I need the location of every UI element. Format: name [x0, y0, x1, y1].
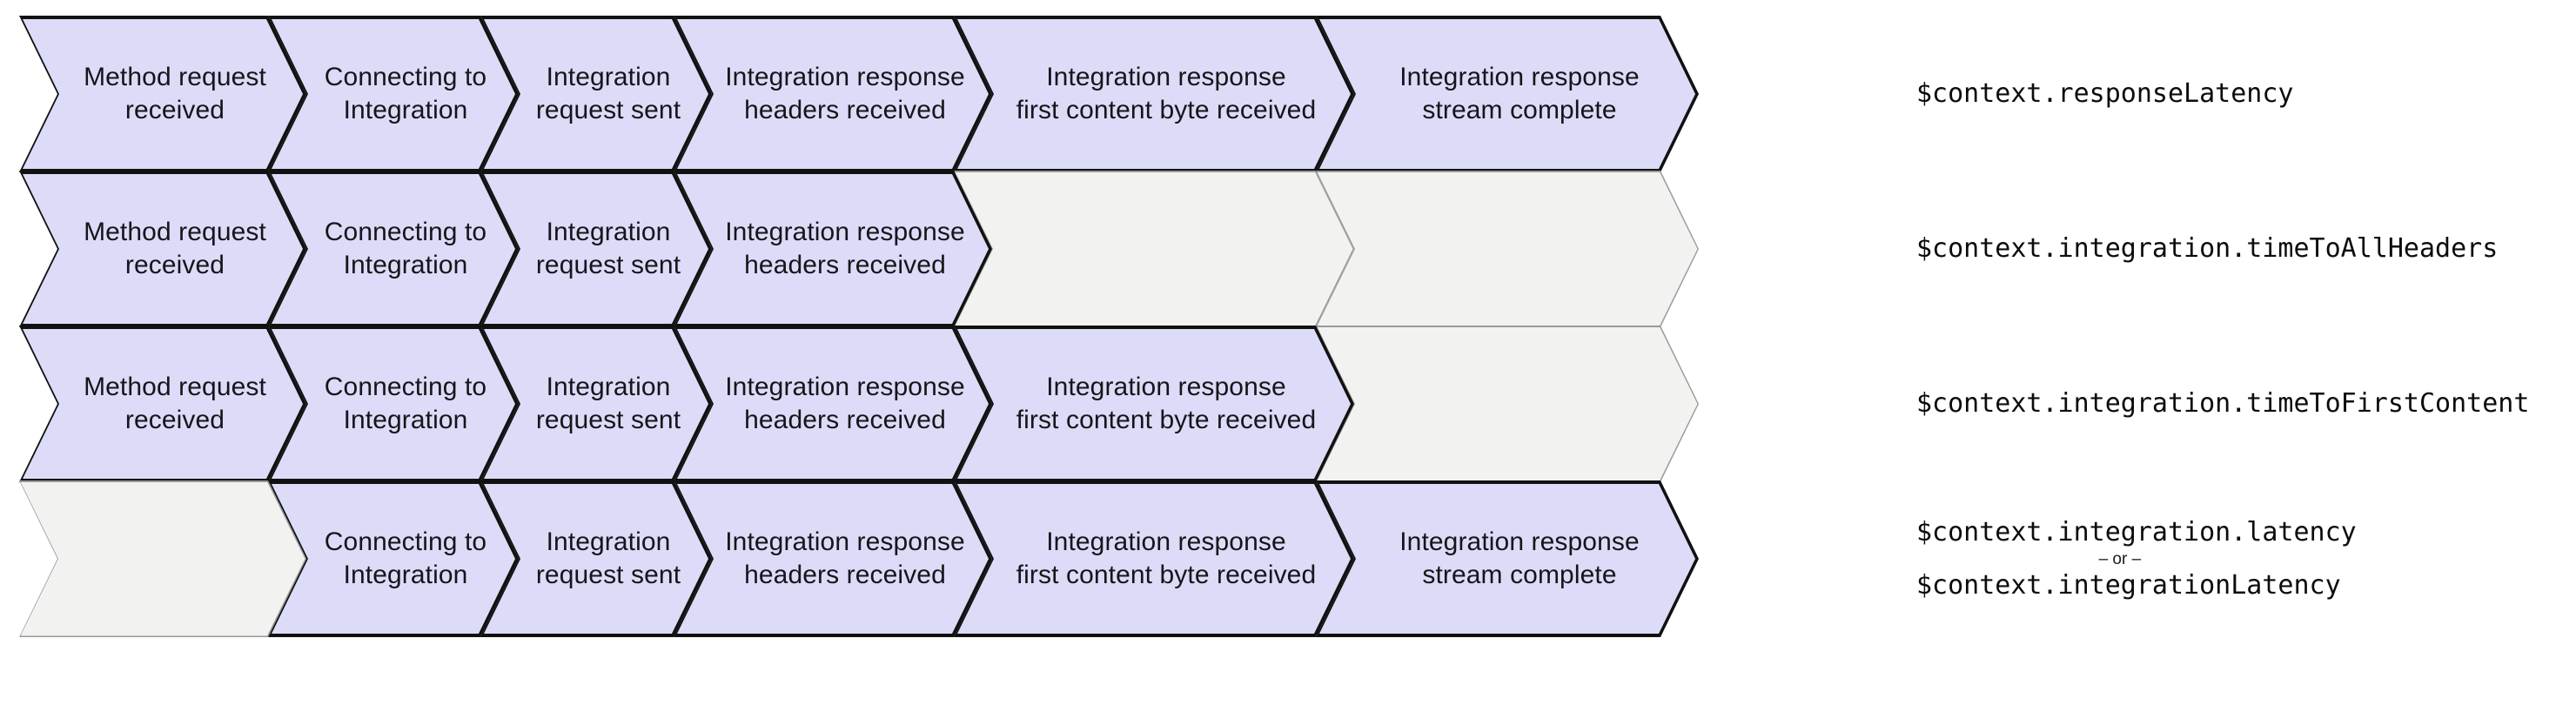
chevron-body — [272, 329, 515, 479]
chevron-body — [1319, 19, 1695, 169]
chevron-body — [272, 19, 515, 169]
chevron-stage-4-active: Integration response headers received — [674, 16, 992, 172]
chevron-strip: Connecting to Integration Integration req… — [19, 480, 1660, 637]
chevron-stage-label: Integration response first content byte … — [1016, 527, 1317, 589]
chevron-stage-5-inactive — [954, 171, 1354, 327]
chevron-stage-label: Method request received — [84, 372, 266, 434]
chevron-body — [484, 174, 708, 324]
chevron-body — [957, 484, 1351, 634]
chevron-stage-1-active: Method request received — [19, 16, 306, 172]
chevron-strip: Method request received Connecting to Int… — [19, 16, 1660, 172]
chevron-stage-label: Integration request sent — [535, 62, 681, 124]
chevron-body — [677, 484, 989, 634]
chevron-stage-4-active: Integration response headers received — [674, 326, 992, 482]
chevron-body — [21, 482, 305, 636]
chevron-body — [677, 329, 989, 479]
latency-row-integration-latency: Connecting to Integration Integration req… — [0, 480, 2576, 637]
chevron-stage-2-active: Connecting to Integration — [268, 326, 519, 482]
chevron-stage-label: Integration request sent — [535, 527, 681, 589]
chevron-body — [677, 174, 989, 324]
chevron-stage-4-active: Integration response headers received — [674, 171, 992, 327]
chevron-stage-label: Integration response first content byte … — [1016, 372, 1317, 434]
chevron-stage-label: Integration response headers received — [725, 62, 965, 124]
chevron-body — [1318, 327, 1698, 481]
chevron-stage-1-active: Method request received — [19, 326, 306, 482]
chevron-strip: Method request received Connecting to Int… — [19, 171, 1660, 327]
latency-row-time-to-all-headers: Method request received Connecting to Int… — [0, 171, 2576, 327]
context-variable-label: $context.integration.latency – or –$conte… — [1916, 480, 2357, 637]
context-variable-line: $context.responseLatency — [1916, 78, 2294, 110]
chevron-stage-label: Integration request sent — [535, 372, 681, 434]
context-variable-label: $context.integration.timeToAllHeaders — [1916, 171, 2498, 327]
context-variable-label: $context.responseLatency — [1916, 16, 2293, 172]
chevron-stage-label: Integration request sent — [535, 217, 681, 279]
chevron-body — [272, 484, 515, 634]
chevron-stage-label: Integration response headers received — [725, 527, 965, 589]
context-variable-line: $context.integration.timeToFirstContent — [1916, 388, 2530, 420]
chevron-stage-1-inactive — [19, 480, 306, 637]
chevron-stage-5-active: Integration response first content byte … — [954, 326, 1354, 482]
chevron-stage-6-active: Integration response stream complete — [1316, 16, 1699, 172]
chevron-stage-5-active: Integration response first content byte … — [954, 480, 1354, 637]
or-separator: – or – — [2098, 549, 2142, 568]
chevron-stage-2-active: Connecting to Integration — [268, 480, 519, 637]
chevron-strip: Method request received Connecting to Int… — [19, 326, 1660, 482]
chevron-stage-3-active: Integration request sent — [480, 480, 712, 637]
chevron-body — [23, 174, 303, 324]
chevron-stage-label: Connecting to Integration — [324, 372, 487, 434]
chevron-stage-label: Integration response stream complete — [1399, 527, 1640, 589]
chevron-body — [272, 174, 515, 324]
context-variable-line: $context.integration.timeToAllHeaders — [1916, 233, 2499, 265]
context-variable-label: $context.integration.timeToFirstContent — [1916, 326, 2529, 482]
chevron-stage-1-active: Method request received — [19, 171, 306, 327]
context-variable-line: $context.integrationLatency — [1916, 569, 2341, 601]
chevron-body — [1319, 484, 1695, 634]
chevron-stage-3-active: Integration request sent — [480, 326, 712, 482]
chevron-body — [956, 172, 1353, 326]
chevron-stage-6-active: Integration response stream complete — [1316, 480, 1699, 637]
chevron-stage-5-active: Integration response first content byte … — [954, 16, 1354, 172]
latency-row-time-to-first-content: Method request received Connecting to Int… — [0, 326, 2576, 482]
chevron-stage-label: Connecting to Integration — [324, 527, 487, 589]
chevron-stage-label: Integration response headers received — [725, 217, 965, 279]
chevron-body — [484, 329, 708, 479]
chevron-stage-label: Connecting to Integration — [324, 217, 487, 279]
chevron-body — [677, 19, 989, 169]
chevron-stage-3-active: Integration request sent — [480, 16, 712, 172]
chevron-stage-label: Integration response first content byte … — [1016, 62, 1317, 124]
chevron-stage-label: Connecting to Integration — [324, 62, 487, 124]
chevron-body — [484, 484, 708, 634]
chevron-stage-2-active: Connecting to Integration — [268, 16, 519, 172]
chevron-stage-6-inactive — [1316, 171, 1699, 327]
chevron-body — [957, 329, 1351, 479]
context-variable-line: $context.integration.latency — [1916, 516, 2357, 547]
chevron-body — [1318, 172, 1698, 326]
chevron-stage-2-active: Connecting to Integration — [268, 171, 519, 327]
chevron-stage-label: Method request received — [84, 217, 266, 279]
chevron-stage-label: Integration response headers received — [725, 372, 965, 434]
chevron-stage-6-inactive — [1316, 326, 1699, 482]
chevron-stage-3-active: Integration request sent — [480, 171, 712, 327]
latency-row-response-latency: Method request received Connecting to Int… — [0, 16, 2576, 172]
chevron-stage-label: Integration response stream complete — [1399, 62, 1640, 124]
chevron-body — [23, 329, 303, 479]
chevron-body — [957, 19, 1351, 169]
chevron-stage-4-active: Integration response headers received — [674, 480, 992, 637]
chevron-body — [484, 19, 708, 169]
chevron-stage-label: Method request received — [84, 62, 266, 124]
chevron-body — [23, 19, 303, 169]
